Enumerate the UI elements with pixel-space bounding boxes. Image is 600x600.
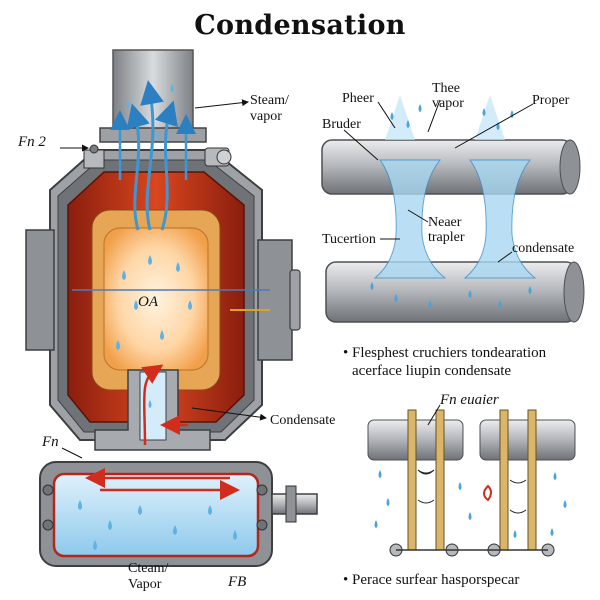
label-proper: Proper bbox=[532, 93, 570, 108]
label-condensate-right: condensate bbox=[512, 241, 574, 256]
droplets-left bbox=[78, 84, 237, 550]
tube-condensation-diagram bbox=[321, 95, 585, 323]
label-fn2: Fn 2 bbox=[17, 134, 46, 150]
heat-flow-arrows bbox=[85, 364, 240, 500]
label-fn-euaier: Fn euaier bbox=[439, 392, 499, 408]
label-steam-vapor-top: Steam/vapor bbox=[250, 93, 289, 124]
steam-flow-arrows bbox=[110, 80, 196, 231]
label-pheer: Pheer bbox=[342, 91, 374, 106]
label-fn: Fn bbox=[41, 434, 59, 450]
caption-bottom: • Perace surfear hasporspecar bbox=[343, 572, 520, 588]
droplets-right-top bbox=[370, 104, 532, 308]
tube-bundle-diagram bbox=[367, 409, 576, 557]
caption-top-line-2: acerface liupin condensate bbox=[352, 363, 512, 379]
label-fb: FB bbox=[227, 574, 246, 590]
label-bruder: Bruder bbox=[322, 117, 361, 132]
caption-top-line-1: • Flesphest cruchiers tondearation bbox=[343, 345, 547, 361]
droplets-right-bottom bbox=[374, 470, 567, 538]
label-cteam-vapor: Cteam/Vapor bbox=[128, 561, 169, 592]
label-tucertion: Tucertion bbox=[322, 232, 376, 247]
label-condensate-left: Condensate bbox=[270, 413, 335, 428]
condenser-vessel bbox=[25, 49, 318, 567]
page-title: Condensation bbox=[194, 10, 406, 41]
label-oa: OA bbox=[138, 294, 159, 310]
